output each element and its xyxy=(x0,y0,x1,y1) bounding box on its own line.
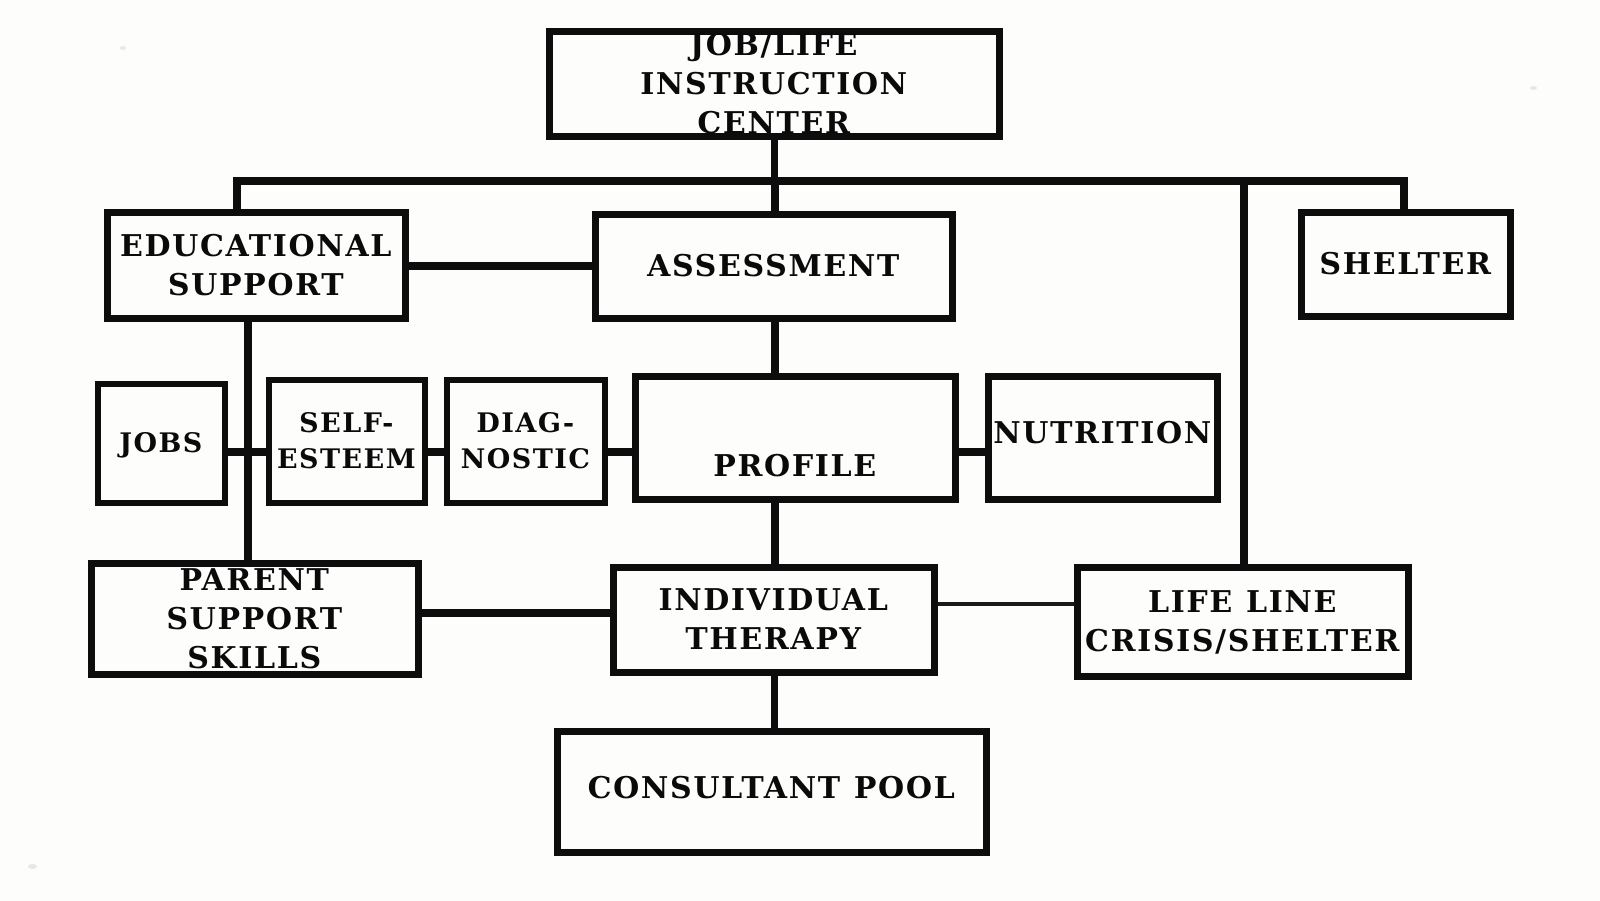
connector-diagnostic-to-profile xyxy=(604,448,634,456)
node-label: SHELTER xyxy=(1319,247,1493,282)
node-assessment[interactable]: ASSESSMENT xyxy=(592,211,956,322)
connector-spine-to-self-esteem xyxy=(248,448,276,456)
node-label: CONSULTANT POOL xyxy=(587,771,957,806)
node-label: DIAG- NOSTIC xyxy=(460,408,592,475)
connector-educational-support-to-assessment xyxy=(400,262,600,270)
node-label: JOBS xyxy=(119,427,204,459)
node-label: INDIVIDUAL THERAPY xyxy=(658,583,890,657)
connector-bus-to-educational-support xyxy=(233,177,241,213)
connector-educational-support-spine xyxy=(244,318,252,568)
node-profile[interactable]: PROFILE xyxy=(632,373,959,503)
connector-bus-to-shelter xyxy=(1400,177,1408,213)
connector-distribution-bus xyxy=(233,177,1408,185)
connector-assessment-to-profile xyxy=(771,318,779,378)
node-self-esteem[interactable]: SELF- ESTEEM xyxy=(266,377,428,506)
connector-bus-to-life-line xyxy=(1240,177,1248,571)
node-individual-therapy[interactable]: INDIVIDUAL THERAPY xyxy=(610,564,938,676)
node-educational-support[interactable]: EDUCATIONAL SUPPORT xyxy=(104,209,409,322)
connector-bus-to-assessment xyxy=(771,177,779,213)
connector-parent-support-to-individual-therapy xyxy=(420,609,616,617)
connector-root-to-bus xyxy=(771,138,778,184)
node-label: PARENT SUPPORT SKILLS xyxy=(166,562,344,676)
connector-individual-therapy-to-consultant-pool xyxy=(771,672,778,732)
node-label: EDUCATIONAL SUPPORT xyxy=(120,228,393,303)
node-label: ASSESSMENT xyxy=(647,249,901,284)
connector-profile-to-individual-therapy xyxy=(771,500,779,570)
connector-individual-therapy-to-life-line xyxy=(932,602,1080,606)
node-life-line-crisis-shelter[interactable]: LIFE LINE CRISIS/SHELTER xyxy=(1074,564,1412,680)
node-job-life-instruction-center[interactable]: JOB/LIFE INSTRUCTION CENTER xyxy=(546,27,1003,141)
node-consultant-pool[interactable]: CONSULTANT POOL xyxy=(554,728,990,856)
node-label: NUTRITION xyxy=(993,416,1213,451)
node-jobs[interactable]: JOBS xyxy=(95,381,228,506)
node-nutrition[interactable]: NUTRITION xyxy=(985,373,1221,503)
connector-profile-to-nutrition xyxy=(955,448,987,456)
paper-speck xyxy=(120,46,126,50)
node-label: SELF- ESTEEM xyxy=(276,408,418,475)
node-diagnostic[interactable]: DIAG- NOSTIC xyxy=(444,377,608,506)
paper-speck xyxy=(28,864,37,869)
connector-spine-to-jobs xyxy=(222,448,248,456)
node-shelter[interactable]: SHELTER xyxy=(1298,209,1514,320)
connector-self-esteem-to-diagnostic xyxy=(424,448,448,456)
node-parent-support-skills[interactable]: PARENT SUPPORT SKILLS xyxy=(88,560,422,678)
node-label: PROFILE xyxy=(713,449,878,484)
paper-speck xyxy=(1530,86,1537,90)
node-label: JOB/LIFE INSTRUCTION CENTER xyxy=(640,27,909,141)
node-label: LIFE LINE CRISIS/SHELTER xyxy=(1085,585,1401,659)
